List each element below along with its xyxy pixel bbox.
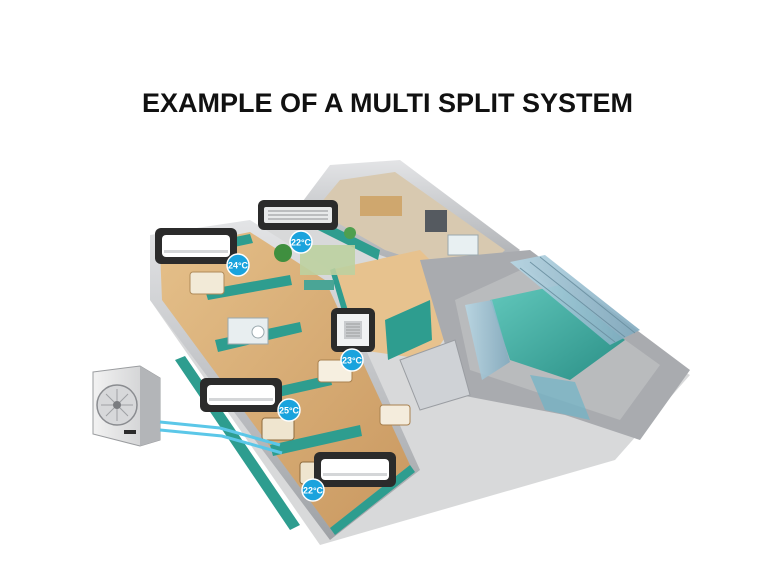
indoor-unit-ducted-22: 22°C: [258, 200, 338, 254]
refrigerant-pipes: [159, 420, 283, 455]
temp-badge-22-bedroom: 22°C: [303, 486, 324, 496]
indoor-unit-wall-22: 22°C: [301, 452, 396, 502]
temp-badge-24: 24°C: [228, 261, 249, 271]
pool-area: [465, 255, 640, 420]
temp-badge-22-ducted: 22°C: [291, 238, 312, 248]
indoor-unit-wall-24: 24°C: [155, 228, 250, 277]
indoor-unit-cassette-23: 23°C: [331, 308, 375, 372]
temp-badge-23: 23°C: [342, 356, 363, 366]
indoor-unit-wall-25: 25°C: [200, 378, 301, 422]
outdoor-unit: [92, 365, 161, 447]
room-details: [189, 196, 479, 485]
temp-badge-25: 25°C: [279, 406, 300, 416]
page-title: EXAMPLE OF A MULTI SPLIT SYSTEM: [141, 88, 633, 118]
